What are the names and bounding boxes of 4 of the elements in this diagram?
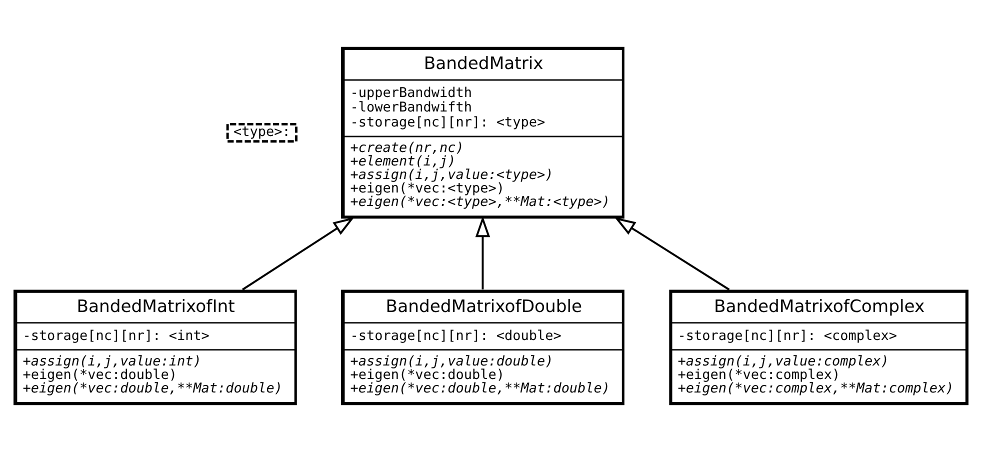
arrow (475, 216, 490, 289)
arrow (614, 216, 730, 290)
node-box: <type>: (226, 122, 298, 142)
arrow (242, 216, 354, 290)
